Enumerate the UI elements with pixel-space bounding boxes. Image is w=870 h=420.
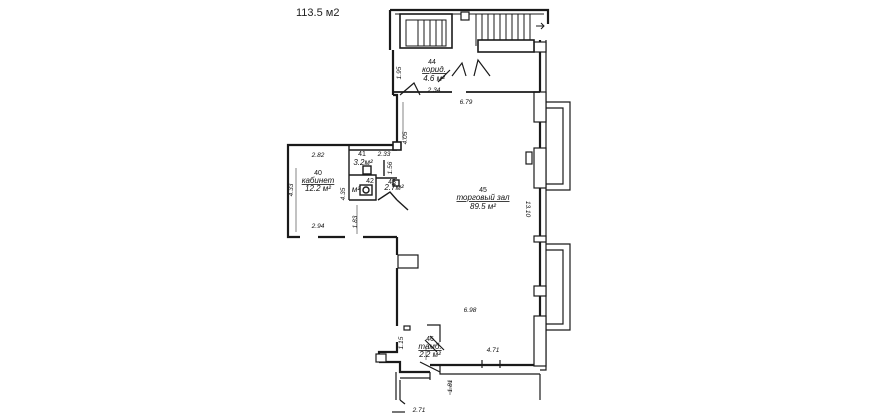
total-area-label: 113.5 м2 (296, 7, 340, 19)
dimension-lines (295, 102, 451, 395)
dim-6-79: 6.79 (460, 99, 473, 106)
room-45-number: 45 (479, 187, 487, 194)
room-46-name: тамб. (418, 342, 441, 351)
dim-2-34: 2.34 (427, 87, 441, 94)
corridor-walls (393, 58, 540, 96)
room-40-name: кабинет (302, 176, 335, 185)
dim-1-15: 1.15 (398, 336, 405, 349)
dim-2-33: 2.33 (377, 151, 391, 158)
dim-1-56: 1.56 (387, 161, 394, 174)
room-46-number: 46 (426, 336, 434, 343)
room-44-name: корид. (422, 65, 446, 74)
dim-6-98: 6.98 (464, 307, 477, 314)
interior-partitions (348, 141, 409, 211)
room-43-area: 2.7м² (383, 183, 404, 192)
dim-4-71: 4.71 (487, 347, 500, 354)
dim-1-81: 1.81 (447, 379, 454, 392)
room-41-number: 41 (358, 151, 366, 158)
right-wall-double (533, 40, 571, 371)
dim-2-71: 2.71 (412, 407, 426, 414)
dim-1-95: 1.95 (396, 66, 403, 79)
room-46-area: 2.2 м² (418, 350, 441, 359)
room-42-number: 42 (366, 178, 374, 185)
dim-4-05: 4.05 (402, 131, 409, 144)
dim-1-83: 1.83 (352, 215, 359, 228)
room-40-area: 12.2 м² (305, 184, 331, 193)
hall-fixtures (375, 151, 533, 363)
dim-13-10: 13.10 (524, 201, 531, 218)
room-40-number: 40 (314, 170, 322, 177)
dim-2-94: 2.94 (311, 223, 325, 230)
room-45-name: торговый зал (456, 193, 510, 202)
room-44-number: 44 (428, 59, 436, 66)
room-44-area: 4.6 м² (423, 74, 445, 83)
vestibule-walls (392, 360, 541, 413)
stair-block (395, 11, 545, 53)
room-45-area: 89.5 м² (470, 202, 496, 211)
dim-4-33: 4.33 (288, 183, 295, 196)
dim-4-35: 4.35 (340, 187, 347, 200)
dim-2-82: 2.82 (311, 152, 325, 159)
room-42-area: м² (352, 185, 360, 194)
room-43-number: 43 (388, 179, 396, 186)
room-41-area: 3.2м² (353, 158, 373, 167)
